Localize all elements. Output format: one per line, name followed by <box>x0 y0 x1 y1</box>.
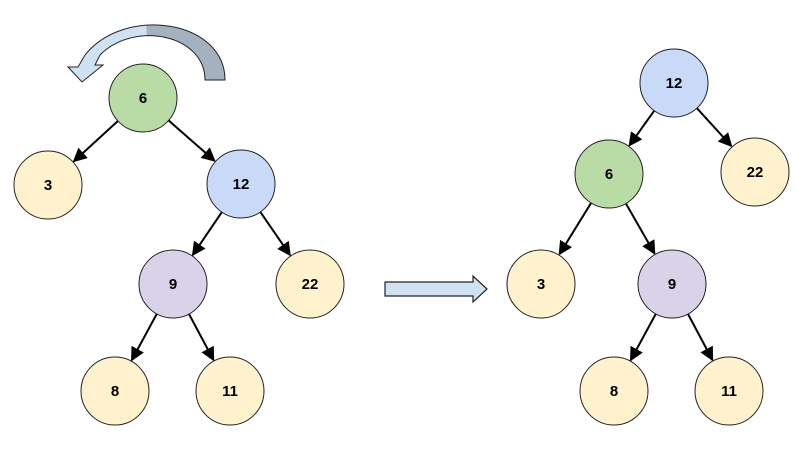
node-circle <box>206 149 276 219</box>
node-label: 11 <box>721 383 737 400</box>
node-label: 8 <box>610 383 618 400</box>
before-node-8: 8 <box>80 356 150 426</box>
after-edge-a12-a22 <box>696 107 733 148</box>
before-edge-b9-b11 <box>188 313 215 362</box>
node-circle <box>579 356 649 426</box>
before-edge-b6-b12 <box>167 119 216 162</box>
node-circle <box>506 249 576 319</box>
before-edge-b12-b22 <box>259 211 291 257</box>
after-edge-a6-a3 <box>558 202 592 256</box>
node-label: 6 <box>139 90 147 107</box>
after-edge-a12-a6 <box>628 110 656 147</box>
rotation-arrow-icon <box>66 24 226 83</box>
node-circle <box>720 137 790 207</box>
before-node-9: 9 <box>138 249 208 319</box>
node-circle <box>80 356 150 426</box>
before-edge-b6-b3 <box>72 120 119 163</box>
before-node-3: 3 <box>13 150 83 220</box>
after-node-11: 11 <box>694 356 764 426</box>
node-circle <box>138 249 208 319</box>
after-node-3: 3 <box>506 249 576 319</box>
node-circle <box>108 63 178 133</box>
node-label: 22 <box>302 276 319 293</box>
before-node-12: 12 <box>206 149 276 219</box>
node-label: 12 <box>233 176 250 193</box>
node-label: 22 <box>747 164 764 181</box>
before-node-11: 11 <box>195 356 265 426</box>
node-circle <box>13 150 83 220</box>
node-label: 6 <box>605 166 613 183</box>
before-edge-b12-b9 <box>191 211 223 257</box>
node-label: 8 <box>111 383 119 400</box>
node-label: 9 <box>169 276 177 293</box>
node-label: 11 <box>222 383 238 400</box>
after-node-9: 9 <box>637 249 707 319</box>
before-node-6: 6 <box>108 63 178 133</box>
node-circle <box>694 356 764 426</box>
transform-arrow-icon <box>384 274 488 304</box>
node-circle <box>195 356 265 426</box>
after-edge-a9-a8 <box>629 313 657 362</box>
node-circle <box>637 249 707 319</box>
node-circle <box>275 249 345 319</box>
node-circle <box>574 139 644 209</box>
node-label: 9 <box>668 276 676 293</box>
node-label: 3 <box>44 177 52 194</box>
before-edge-b9-b8 <box>130 313 158 362</box>
after-node-12: 12 <box>639 48 709 118</box>
after-node-22: 22 <box>720 137 790 207</box>
after-edge-a9-a11 <box>687 313 714 362</box>
after-node-8: 8 <box>579 356 649 426</box>
node-circle <box>639 48 709 118</box>
after-node-6: 6 <box>574 139 644 209</box>
node-label: 3 <box>537 276 545 293</box>
node-label: 12 <box>666 75 683 92</box>
before-node-22: 22 <box>275 249 345 319</box>
after-edge-a6-a9 <box>625 203 656 255</box>
